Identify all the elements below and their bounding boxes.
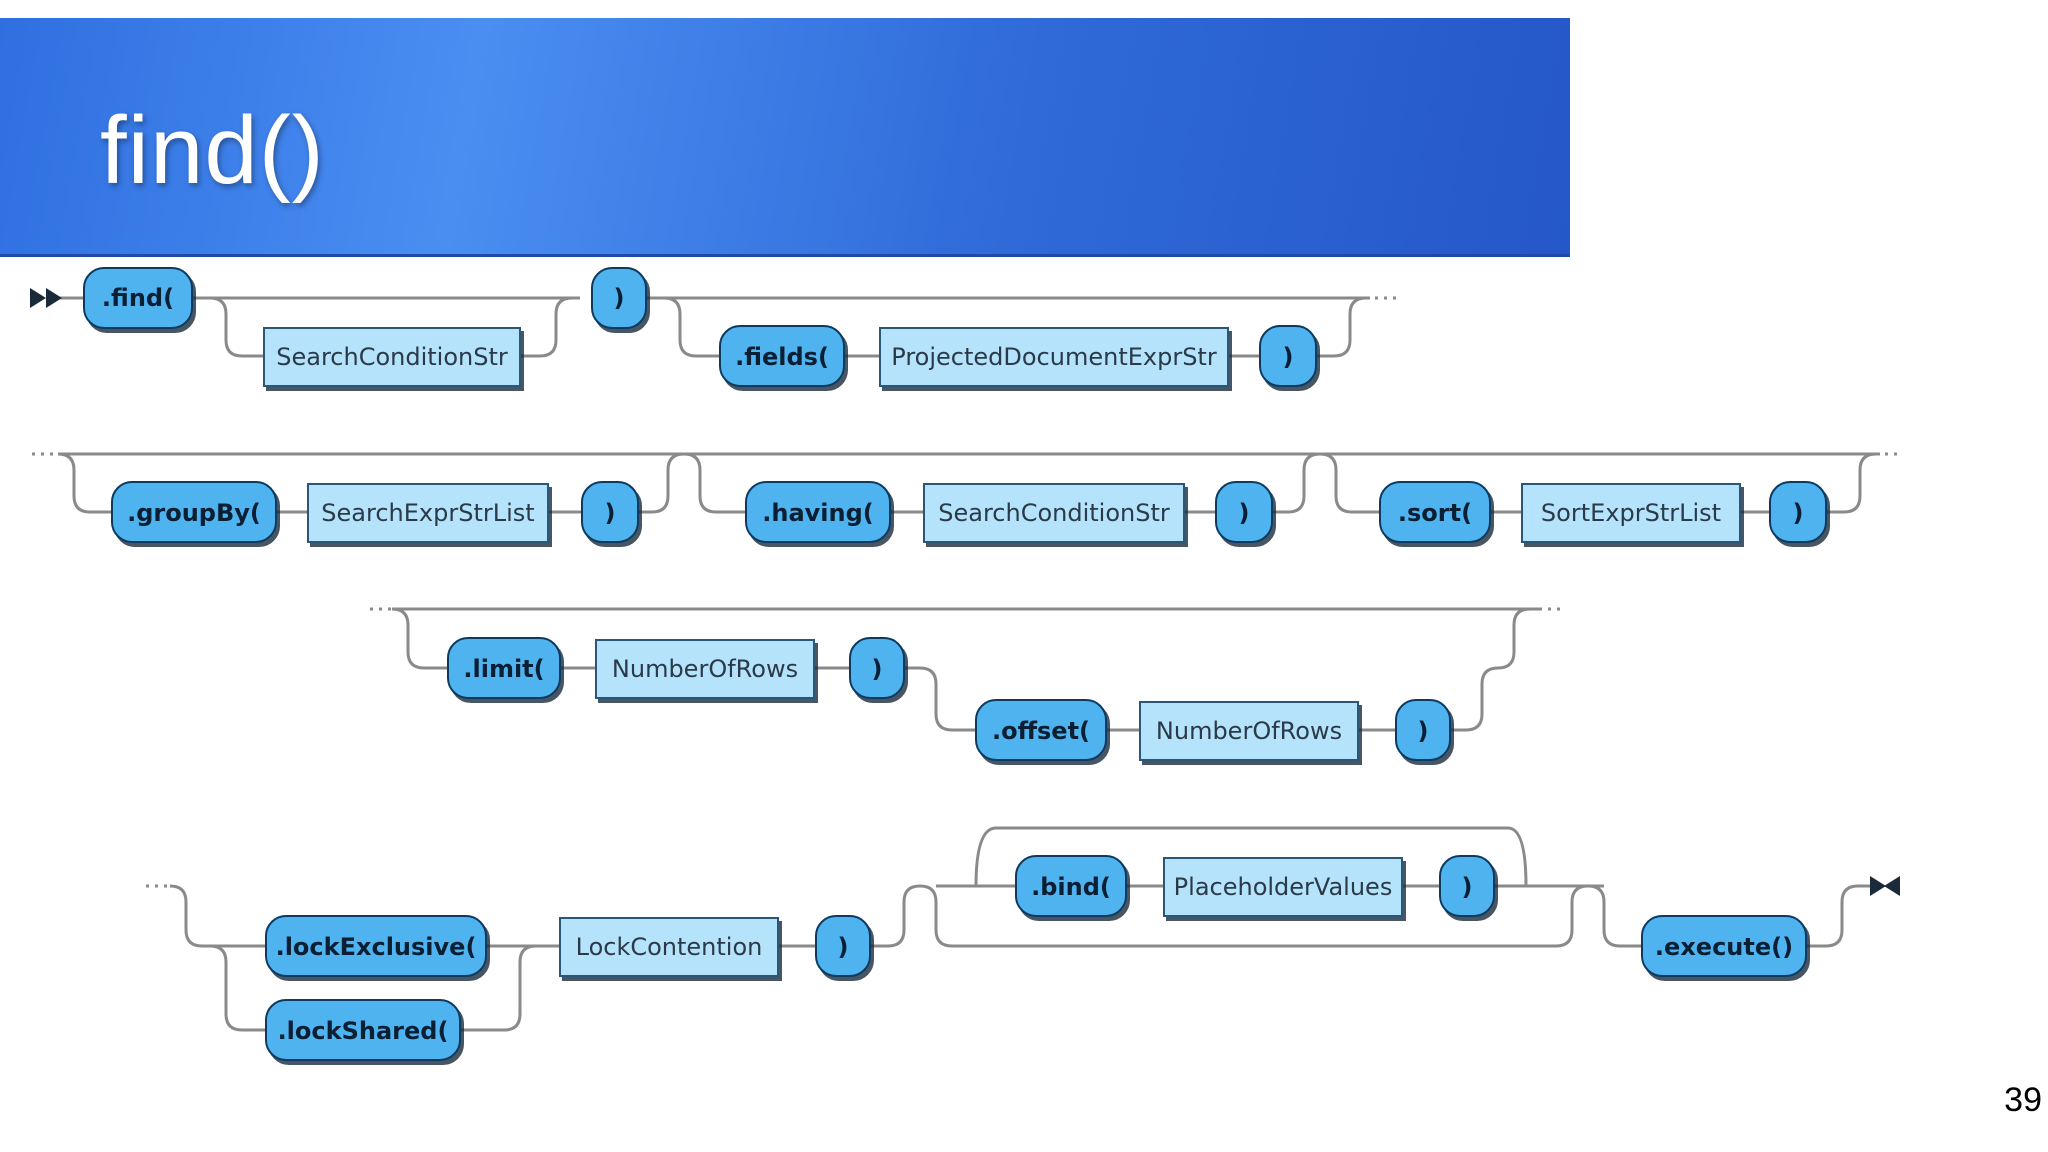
offset-close-terminal: ) <box>1395 699 1451 761</box>
limit-terminal: .limit( <box>447 637 561 699</box>
find-label: .find( <box>102 284 174 312</box>
svg-text:.sort(: .sort( <box>1398 499 1472 527</box>
svg-text:.groupBy(: .groupBy( <box>127 499 261 527</box>
svg-text:NumberOfRows: NumberOfRows <box>1156 717 1342 745</box>
limit-rows-nonterminal: NumberOfRows <box>595 639 815 699</box>
find-terminal: .find( <box>83 267 193 329</box>
fields-close-terminal: ) <box>1259 325 1317 387</box>
sort-expr-list-nonterminal: SortExprStrList <box>1521 483 1741 543</box>
groupby-close-terminal: ) <box>581 481 639 543</box>
svg-text:): ) <box>1462 873 1473 901</box>
svg-text:): ) <box>614 284 625 312</box>
svg-text:PlaceholderValues: PlaceholderValues <box>1174 873 1393 901</box>
svg-text:SearchConditionStr: SearchConditionStr <box>938 499 1170 527</box>
rails <box>32 296 1900 1032</box>
lock-shared-terminal: .lockShared( <box>265 999 461 1061</box>
limit-close-terminal: ) <box>849 637 905 699</box>
svg-text:): ) <box>872 655 883 683</box>
page-number: 39 <box>2004 1081 2042 1119</box>
start-marker <box>30 288 62 308</box>
placeholder-values-nonterminal: PlaceholderValues <box>1163 857 1403 917</box>
fields-terminal: .fields( <box>719 325 845 387</box>
svg-text:SearchExprStrList: SearchExprStrList <box>321 499 534 527</box>
lock-exclusive-terminal: .lockExclusive( <box>265 915 487 977</box>
end-marker <box>1870 876 1900 896</box>
svg-text:.offset(: .offset( <box>992 717 1090 745</box>
svg-text:.lockShared(: .lockShared( <box>278 1017 449 1045</box>
svg-text:.limit(: .limit( <box>463 655 544 683</box>
find-close-terminal: ) <box>591 267 647 329</box>
having-terminal: .having( <box>745 481 891 543</box>
svg-text:SortExprStrList: SortExprStrList <box>1541 499 1721 527</box>
svg-text:.fields(: .fields( <box>735 343 829 371</box>
svg-text:ProjectedDocumentExprStr: ProjectedDocumentExprStr <box>891 343 1217 371</box>
svg-text:NumberOfRows: NumberOfRows <box>612 655 798 683</box>
search-condition-label: SearchConditionStr <box>276 343 508 371</box>
having-close-terminal: ) <box>1215 481 1273 543</box>
title-banner: find() <box>0 18 1570 257</box>
sort-terminal: .sort( <box>1379 481 1491 543</box>
slide-title: find() <box>100 97 325 204</box>
svg-text:): ) <box>605 499 616 527</box>
having-condition-nonterminal: SearchConditionStr <box>923 483 1185 543</box>
svg-text:): ) <box>838 933 849 961</box>
execute-terminal: .execute() <box>1641 915 1807 977</box>
svg-text:.lockExclusive(: .lockExclusive( <box>276 933 477 961</box>
search-expr-list-nonterminal: SearchExprStrList <box>307 483 549 543</box>
projected-doc-nonterminal: ProjectedDocumentExprStr <box>879 327 1229 387</box>
offset-rows-nonterminal: NumberOfRows <box>1139 701 1359 761</box>
svg-text:): ) <box>1239 499 1250 527</box>
svg-text:LockContention: LockContention <box>576 933 763 961</box>
offset-terminal: .offset( <box>975 699 1107 761</box>
svg-text:.execute(): .execute() <box>1655 933 1793 961</box>
bind-close-terminal: ) <box>1439 855 1495 917</box>
search-condition-nonterminal: SearchConditionStr <box>263 327 521 387</box>
sort-close-terminal: ) <box>1769 481 1827 543</box>
svg-text:.bind(: .bind( <box>1031 873 1111 901</box>
lock-close-terminal: ) <box>815 915 871 977</box>
svg-text:): ) <box>1793 499 1804 527</box>
groupby-terminal: .groupBy( <box>111 481 277 543</box>
svg-text:.having(: .having( <box>762 499 874 527</box>
svg-text:): ) <box>1418 717 1429 745</box>
svg-text:): ) <box>1283 343 1294 371</box>
bind-terminal: .bind( <box>1015 855 1127 917</box>
lock-contention-nonterminal: LockContention <box>559 917 779 977</box>
